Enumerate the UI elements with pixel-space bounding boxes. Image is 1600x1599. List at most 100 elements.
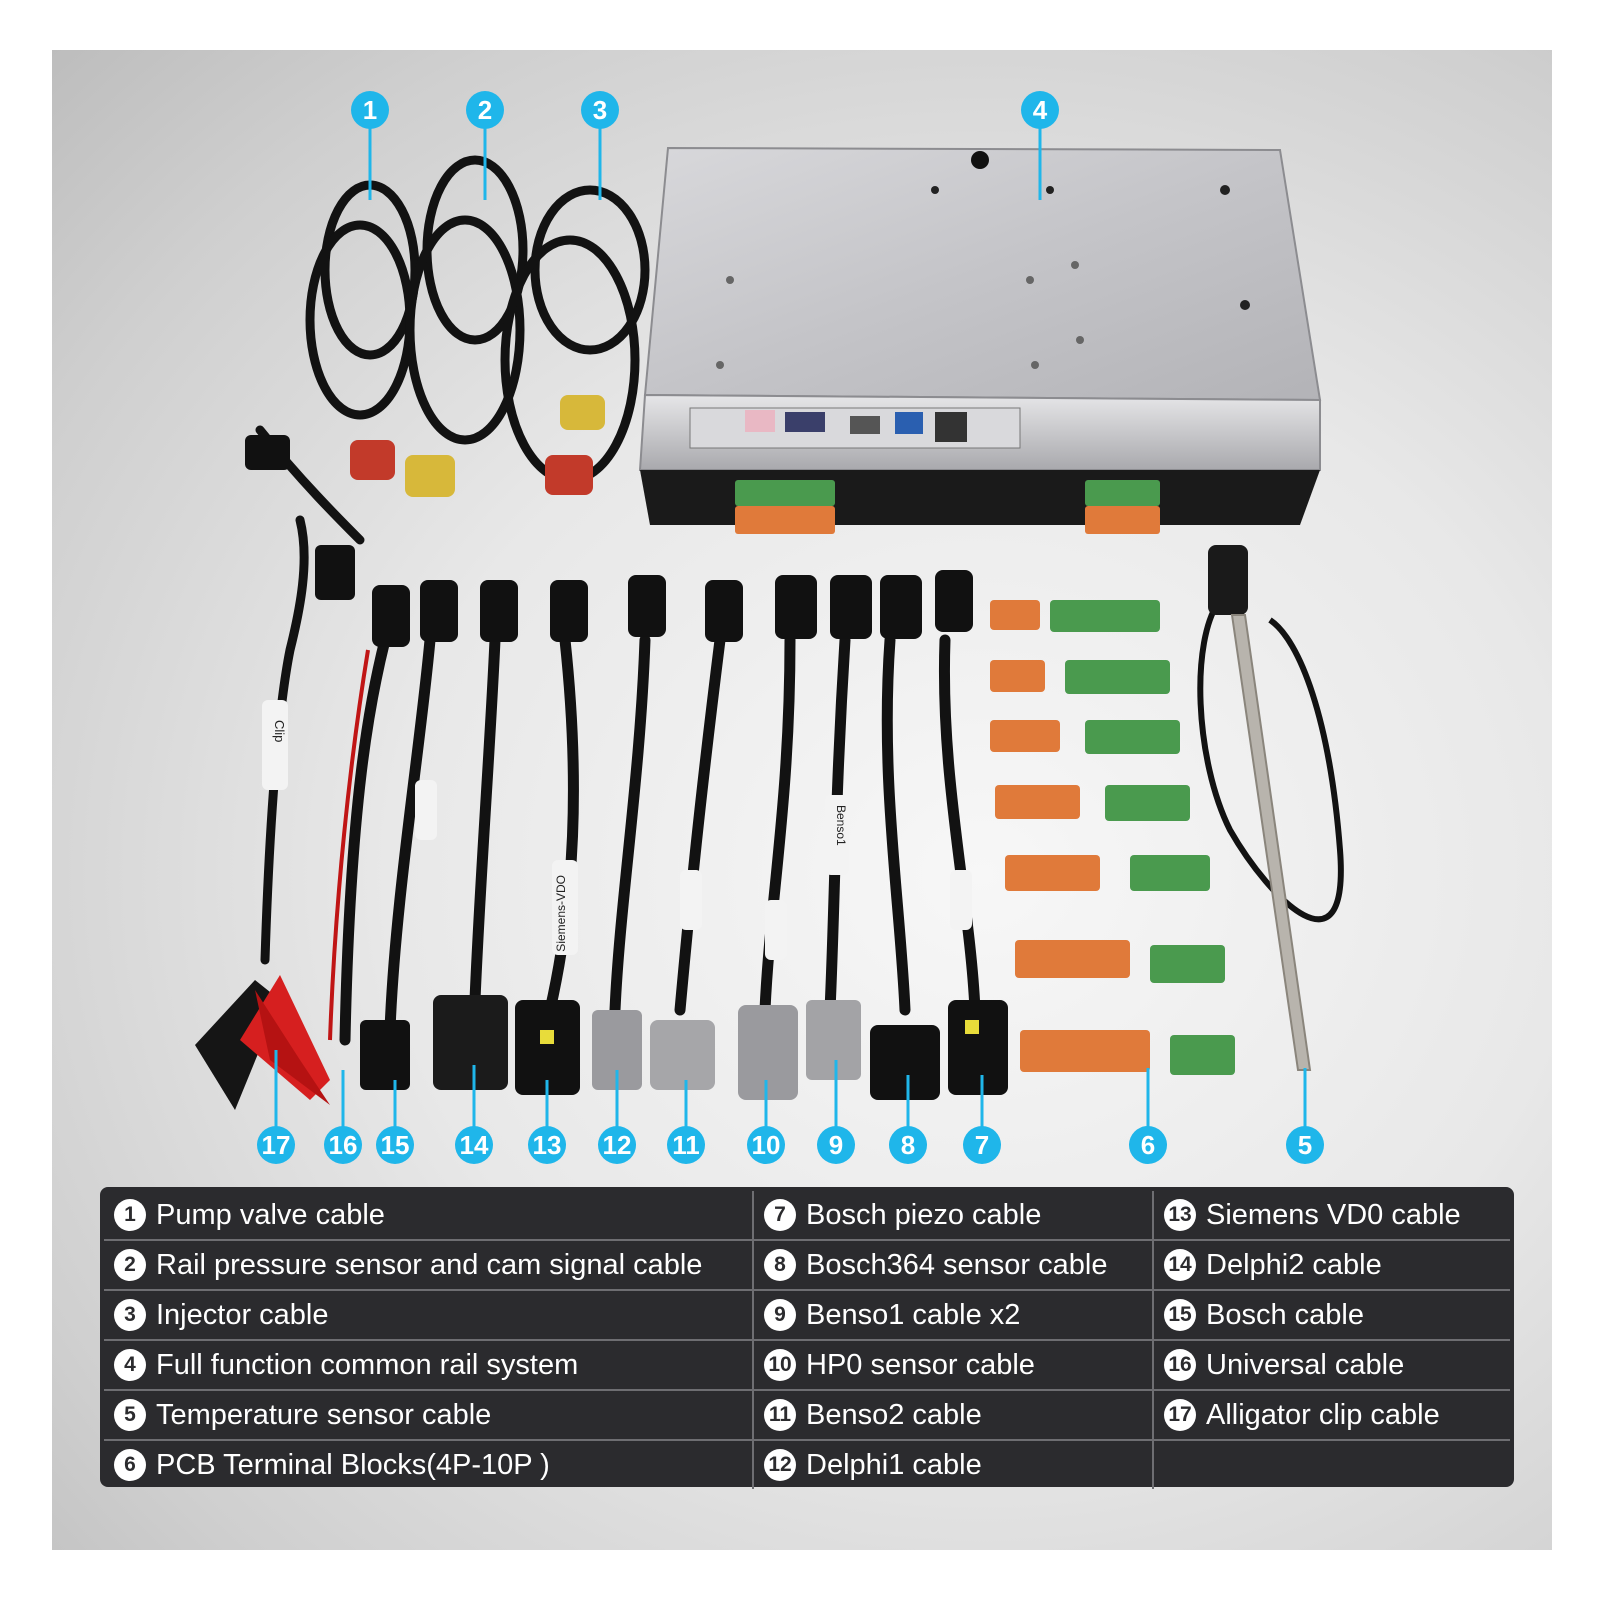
legend-cell-empty <box>1154 1441 1510 1489</box>
legend-cell: 13 Siemens VD0 cable <box>1154 1191 1510 1239</box>
legend-label: Benso1 cable x2 <box>806 1298 1021 1331</box>
callout-16: 16 <box>324 1126 362 1164</box>
clip-sleeve-label: Clip <box>272 720 287 742</box>
legend-cell: 4 Full function common rail system <box>104 1341 754 1389</box>
svg-text:3: 3 <box>593 95 607 125</box>
callout-11: 11 <box>667 1126 705 1164</box>
legend-cell: 16 Universal cable <box>1154 1341 1510 1389</box>
svg-text:14: 14 <box>460 1130 489 1160</box>
svg-text:10: 10 <box>752 1130 781 1160</box>
legend-label: Delphi2 cable <box>1206 1248 1382 1281</box>
adapter-cables <box>339 634 981 1046</box>
legend-number-badge: 13 <box>1164 1199 1196 1231</box>
callout-2: 2 <box>466 91 504 129</box>
svg-text:13: 13 <box>533 1130 562 1160</box>
coiled-cables <box>255 155 650 965</box>
legend-label: HP0 sensor cable <box>806 1348 1035 1381</box>
svg-text:1: 1 <box>363 95 377 125</box>
legend-number-badge: 5 <box>114 1399 146 1431</box>
callout-15: 15 <box>376 1126 414 1164</box>
legend-number-badge: 16 <box>1164 1349 1196 1381</box>
svg-text:16: 16 <box>329 1130 358 1160</box>
legend-label: Injector cable <box>156 1298 329 1331</box>
adapter-bottom-connectors <box>360 995 1008 1100</box>
svg-text:15: 15 <box>381 1130 410 1160</box>
legend-number-badge: 3 <box>114 1299 146 1331</box>
callout-7: 7 <box>963 1126 1001 1164</box>
legend-label: Pump valve cable <box>156 1198 385 1231</box>
legend-cell: 1 Pump valve cable <box>104 1191 754 1239</box>
callout-17: 17 <box>257 1126 295 1164</box>
legend-row: 4 Full function common rail system 10 HP0 … <box>104 1341 1510 1391</box>
svg-text:2: 2 <box>478 95 492 125</box>
callout-4: 4 <box>1021 91 1059 129</box>
svg-text:12: 12 <box>603 1130 632 1160</box>
svg-text:11: 11 <box>672 1130 700 1160</box>
legend-cell: 12 Delphi1 cable <box>754 1441 1154 1489</box>
callout-3: 3 <box>581 91 619 129</box>
svg-text:5: 5 <box>1298 1130 1312 1160</box>
legend-number-badge: 17 <box>1164 1399 1196 1431</box>
legend-row: 6 PCB Terminal Blocks(4P-10P ) 12 Delphi1 … <box>104 1441 1510 1489</box>
legend-row: 5 Temperature sensor cable 11 Benso2 cable… <box>104 1391 1510 1441</box>
legend-number-badge: 15 <box>1164 1299 1196 1331</box>
legend-label: Bosch piezo cable <box>806 1198 1042 1231</box>
callout-9: 9 <box>817 1126 855 1164</box>
pcb-terminal-blocks <box>990 600 1235 1075</box>
legend-number-badge: 8 <box>764 1249 796 1281</box>
svg-text:7: 7 <box>975 1130 989 1160</box>
coiled-cable-connectors <box>245 395 605 600</box>
legend-number-badge: 1 <box>114 1199 146 1231</box>
callout-5: 5 <box>1286 1126 1324 1164</box>
legend-label: Temperature sensor cable <box>156 1398 492 1431</box>
legend-cell: 10 HP0 sensor cable <box>754 1341 1154 1389</box>
callout-8: 8 <box>889 1126 927 1164</box>
callout-badges: 1 2 3 4 5 6 7 8 9 10 11 12 13 14 15 16 1… <box>257 91 1324 1164</box>
adapter-top-plugs <box>372 570 973 647</box>
legend-cell: 3 Injector cable <box>104 1291 754 1339</box>
svg-text:9: 9 <box>829 1130 843 1160</box>
legend-number-badge: 10 <box>764 1349 796 1381</box>
legend-number-badge: 4 <box>114 1349 146 1381</box>
callout-1: 1 <box>351 91 389 129</box>
siemens-sleeve-label: Siemens-VDO <box>554 875 568 952</box>
legend-cell: 14 Delphi2 cable <box>1154 1241 1510 1289</box>
legend-number-badge: 12 <box>764 1449 796 1481</box>
legend-label: Delphi1 cable <box>806 1448 982 1481</box>
cable-sleeve-labels <box>262 700 972 960</box>
callout-6: 6 <box>1129 1126 1167 1164</box>
alligator-clips <box>195 975 330 1110</box>
benso-sleeve-label: Benso1 <box>834 805 848 846</box>
callout-14: 14 <box>455 1126 493 1164</box>
callout-13: 13 <box>528 1126 566 1164</box>
legend-number-badge: 11 <box>764 1399 796 1431</box>
legend-number-badge: 2 <box>114 1249 146 1281</box>
legend-label: Bosch364 sensor cable <box>806 1248 1108 1281</box>
svg-text:8: 8 <box>901 1130 915 1160</box>
legend-cell: 6 PCB Terminal Blocks(4P-10P ) <box>104 1441 754 1489</box>
legend-cell: 8 Bosch364 sensor cable <box>754 1241 1154 1289</box>
ecu-box <box>638 146 1322 534</box>
legend-label: Universal cable <box>1206 1348 1405 1381</box>
callout-leaders <box>274 127 1307 1128</box>
legend-number-badge: 6 <box>114 1449 146 1481</box>
legend-number-badge: 14 <box>1164 1249 1196 1281</box>
temperature-sensor <box>1197 545 1344 1071</box>
legend-label: Benso2 cable <box>806 1398 982 1431</box>
callout-10: 10 <box>747 1126 785 1164</box>
legend-label: Siemens VD0 cable <box>1206 1198 1461 1231</box>
legend-label: PCB Terminal Blocks(4P-10P ) <box>156 1448 550 1481</box>
legend-label: Full function common rail system <box>156 1348 579 1381</box>
legend-cell: 5 Temperature sensor cable <box>104 1391 754 1439</box>
legend-cell: 11 Benso2 cable <box>754 1391 1154 1439</box>
callout-12: 12 <box>598 1126 636 1164</box>
svg-text:17: 17 <box>262 1130 291 1160</box>
svg-text:4: 4 <box>1033 95 1048 125</box>
